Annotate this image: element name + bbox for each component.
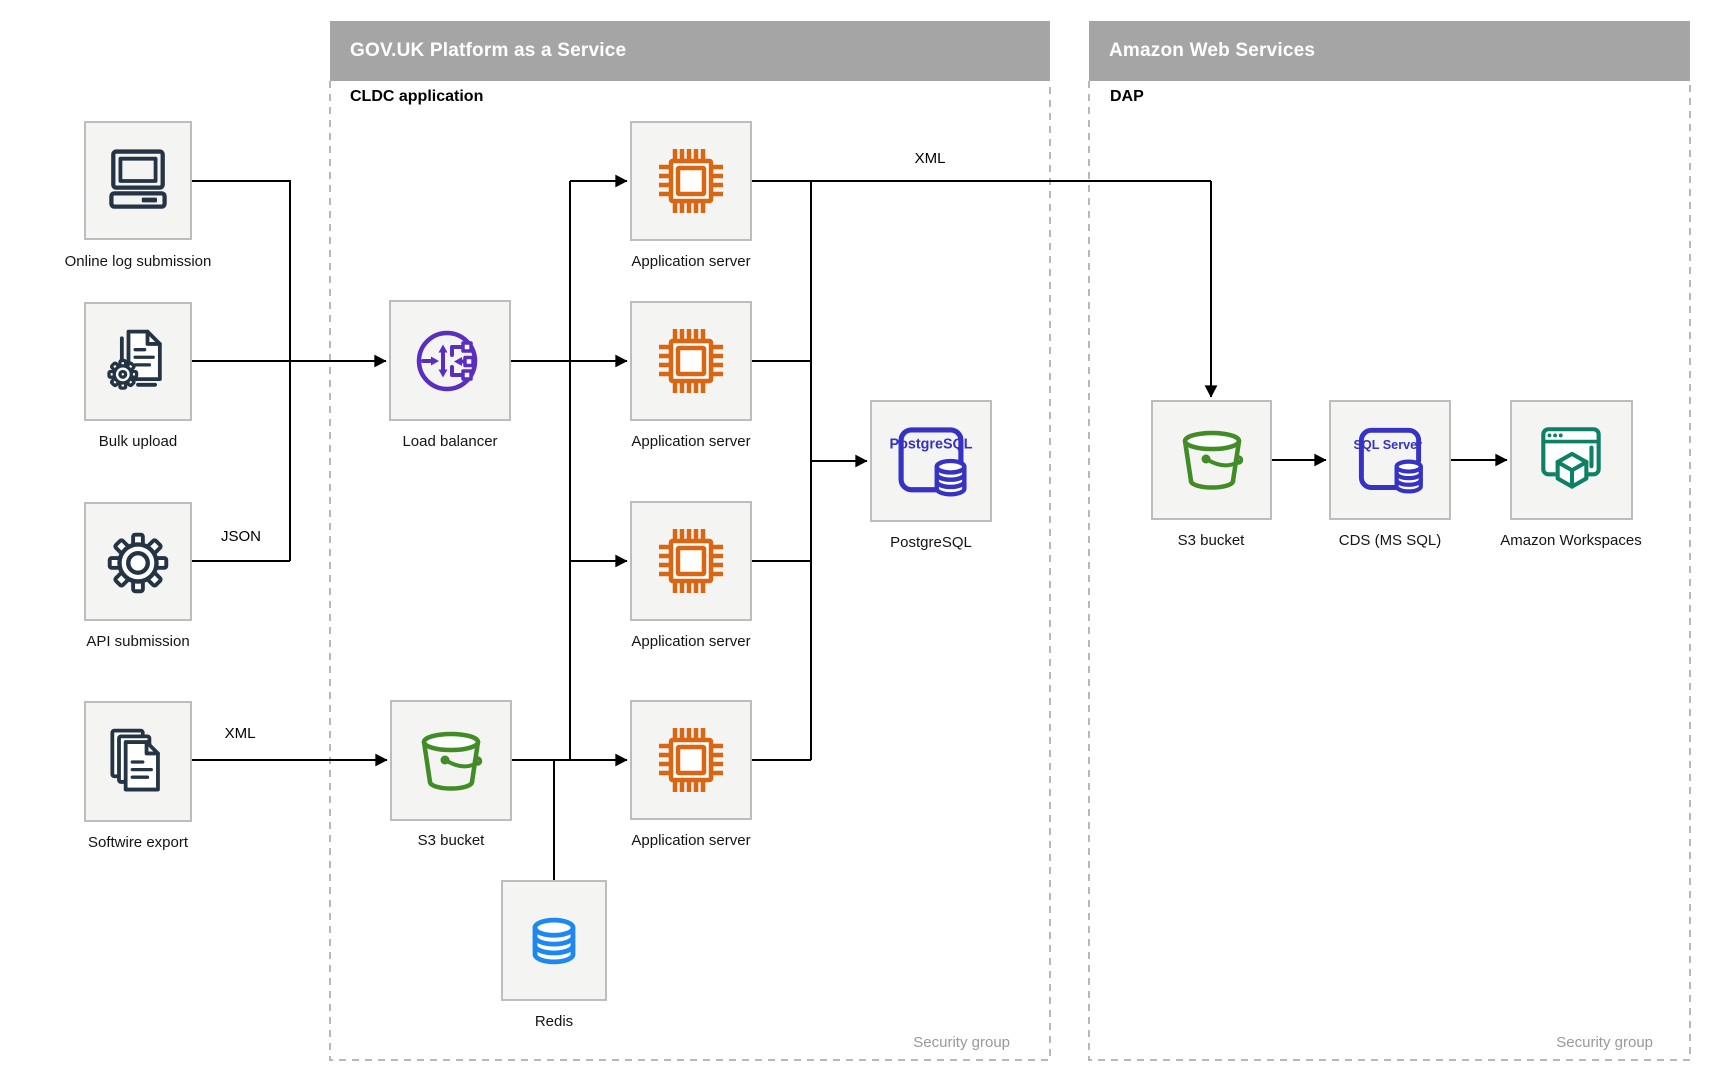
redis-database-icon — [532, 917, 576, 964]
node-bulk-upload — [84, 302, 192, 421]
aws-sublabel: DAP — [1110, 88, 1144, 105]
node-label-application-server: Application server — [631, 633, 751, 650]
node-s3-bucket-paas — [390, 700, 512, 821]
edge-label-json: JSON — [220, 528, 261, 545]
postgresql-icon-text: PostgreSQL — [890, 436, 973, 452]
node-amazon-workspaces — [1510, 400, 1633, 520]
sql-server-icon-text: SQL Server — [1353, 438, 1422, 452]
paas-container-title: GOV.UK Platform as a Service — [350, 40, 627, 61]
aws-container-header: Amazon Web Services — [1089, 21, 1690, 81]
cpu-chip-icon — [659, 329, 723, 393]
node-label-s3-bucket-dap: S3 bucket — [1177, 532, 1245, 549]
document-gear-icon — [107, 329, 162, 390]
sql-server-database-icon: SQL Server — [1353, 427, 1423, 494]
node-application-server-4 — [630, 700, 752, 820]
node-label-application-server: Application server — [631, 253, 751, 270]
node-label-api-submission: API submission — [86, 633, 190, 650]
edge-label-xml-top: XML — [914, 150, 946, 167]
s3-bucket-icon — [1182, 430, 1243, 490]
cpu-chip-icon — [659, 149, 723, 213]
node-api-submission — [84, 502, 192, 621]
node-load-balancer — [389, 300, 511, 421]
node-label-bulk-upload: Bulk upload — [98, 433, 178, 450]
node-label-load-balancer: Load balancer — [402, 433, 498, 450]
gear-icon — [107, 532, 169, 593]
aws-container-title: Amazon Web Services — [1109, 40, 1316, 61]
node-redis — [501, 880, 607, 1001]
node-online-log-submission — [84, 121, 192, 240]
node-postgresql: PostgreSQL — [870, 400, 992, 522]
s3-bucket-icon — [421, 731, 483, 791]
documents-stack-icon — [110, 728, 160, 791]
node-s3-bucket-dap — [1151, 400, 1272, 520]
aws-security-group-label: Security group — [1556, 1034, 1653, 1051]
cpu-chip-icon — [659, 529, 723, 593]
cpu-chip-icon — [659, 728, 723, 792]
node-label-postgresql: PostgreSQL — [890, 534, 972, 551]
aws-container-border — [1088, 81, 1691, 1061]
node-softwire-export — [84, 701, 192, 822]
node-label-application-server: Application server — [631, 433, 751, 450]
paas-security-group-label: Security group — [913, 1034, 1010, 1051]
paas-sublabel: CLDC application — [350, 88, 484, 105]
desktop-computer-icon — [109, 148, 167, 209]
postgresql-database-icon: PostgreSQL — [890, 427, 973, 497]
node-label-s3-bucket-paas: S3 bucket — [417, 832, 485, 849]
node-label-application-server: Application server — [631, 832, 751, 849]
edge-label-xml-softwire: XML — [224, 725, 256, 742]
node-cds-ms-sql: SQL Server — [1329, 400, 1451, 520]
load-balancer-icon — [416, 330, 478, 391]
node-application-server-1 — [630, 121, 752, 241]
node-label-redis: Redis — [534, 1013, 574, 1030]
node-label-cds-ms-sql: CDS (MS SQL) — [1338, 532, 1442, 549]
node-label-amazon-workspaces: Amazon Workspaces — [1500, 532, 1642, 549]
node-application-server-2 — [630, 301, 752, 421]
node-application-server-3 — [630, 501, 752, 621]
node-label-online-log-submission: Online log submission — [64, 253, 212, 270]
node-label-softwire-export: Softwire export — [87, 834, 189, 851]
paas-container-header: GOV.UK Platform as a Service — [330, 21, 1050, 81]
amazon-workspaces-icon — [1540, 427, 1601, 489]
